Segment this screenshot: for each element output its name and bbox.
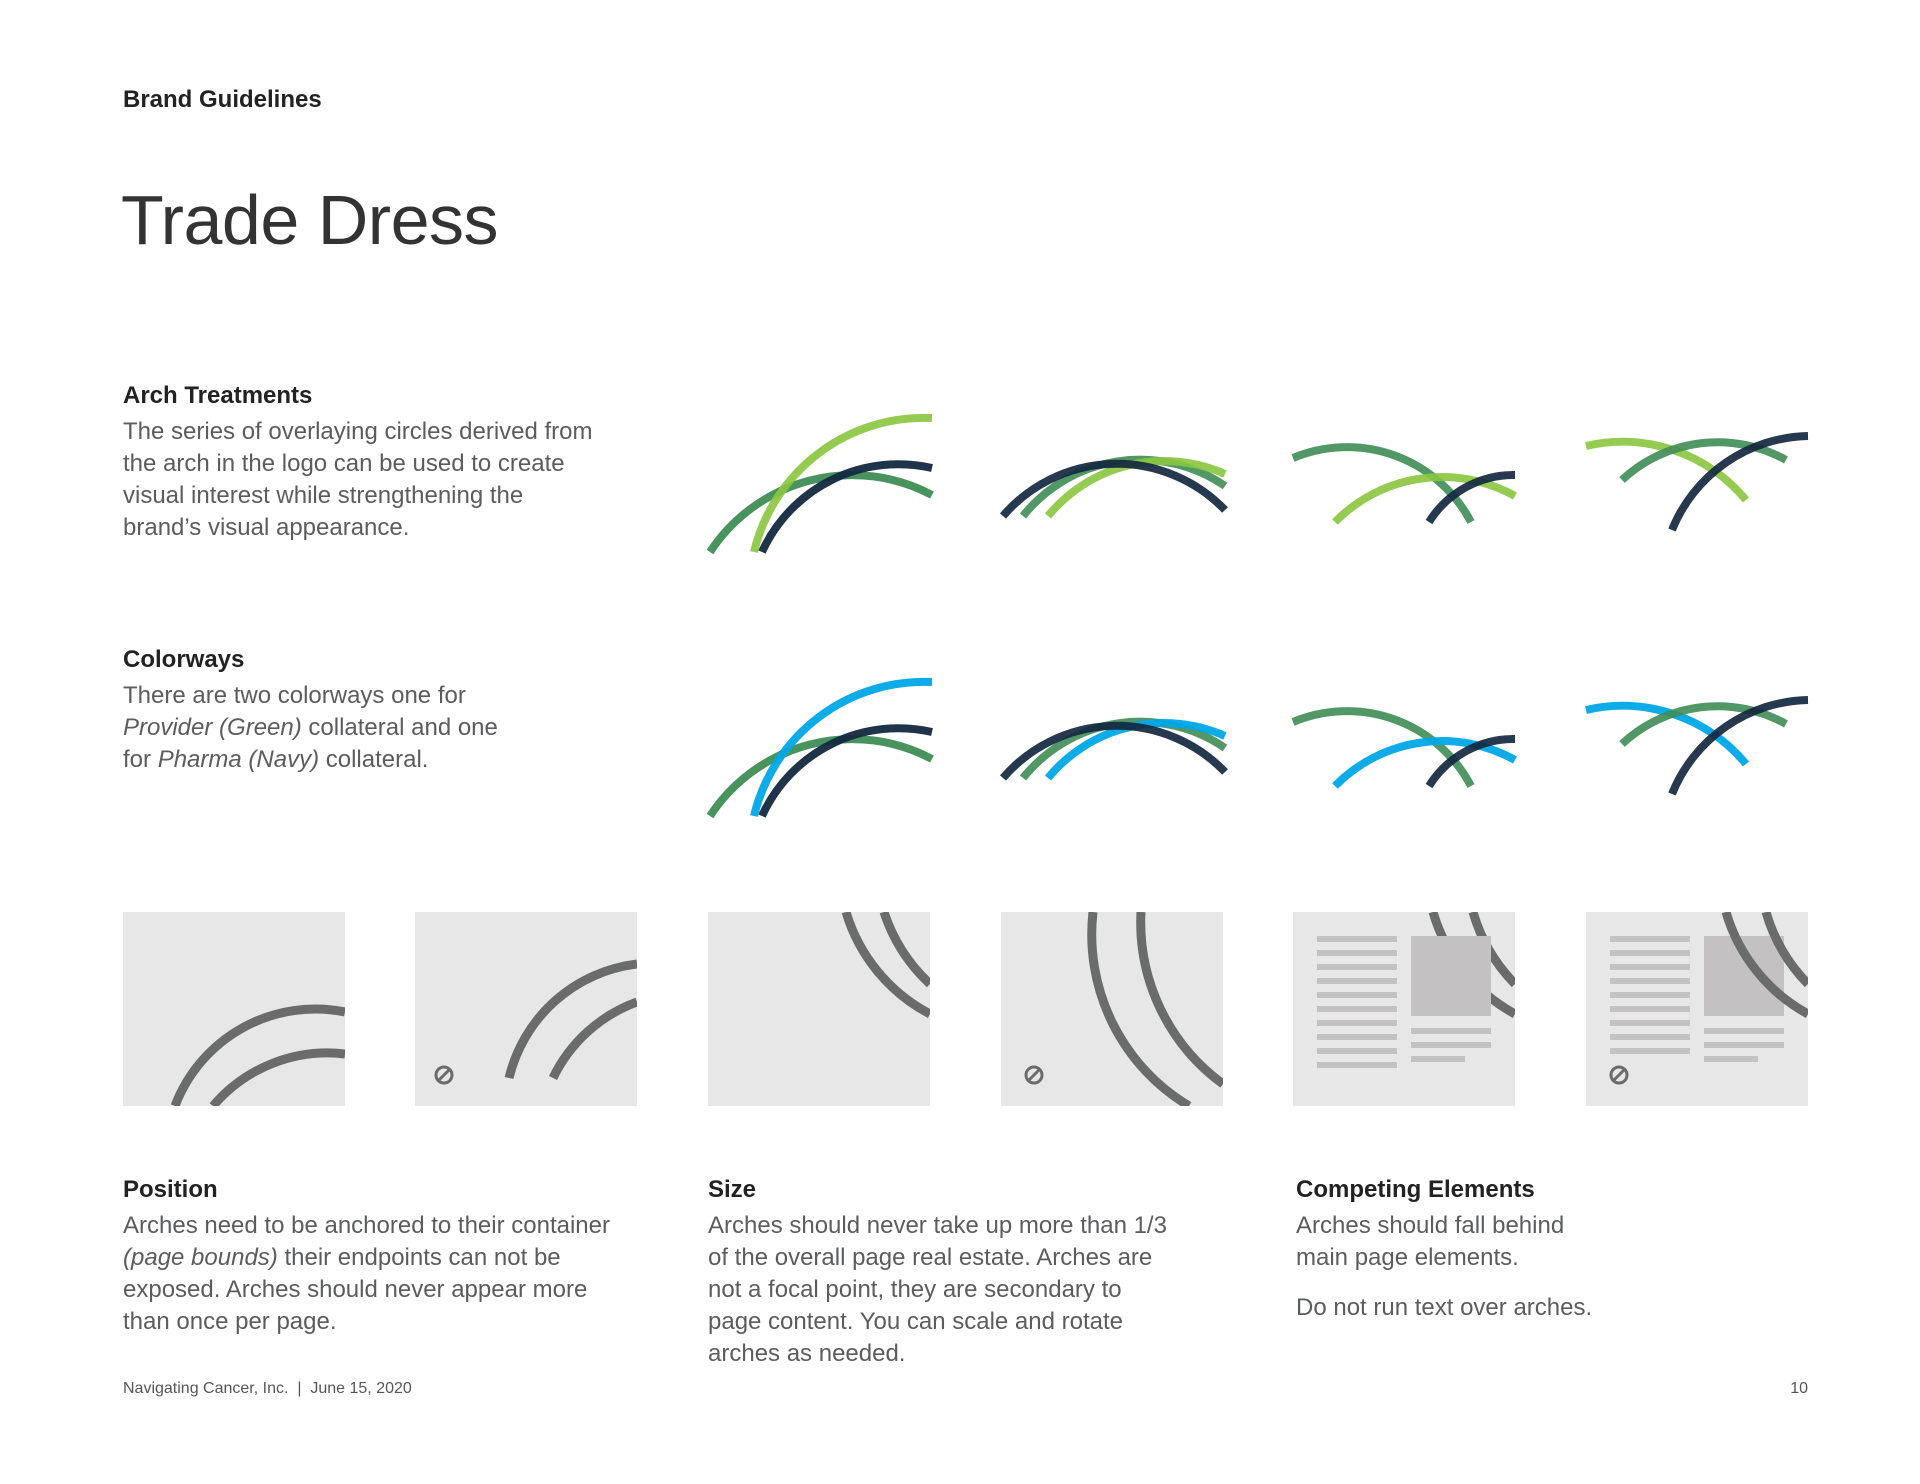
prohibited-icon [1024, 1065, 1044, 1085]
size-body: Arches should never take up more than 1/… [708, 1212, 1167, 1367]
position-body-pre: Arches need to be anchored to their cont… [123, 1212, 610, 1239]
competing-incorrect-example [1586, 912, 1808, 1106]
arch-treatment-2-graphic [999, 455, 1228, 519]
position-body-emphasis: (page bounds) [123, 1244, 278, 1271]
competing-heading: Competing Elements [1296, 1176, 1535, 1203]
page-title: Trade Dress [121, 181, 499, 259]
position-correct-example [123, 912, 345, 1106]
arch-treatments-body: The series of overlaying circles derived… [123, 418, 593, 541]
page-number: 10 [1790, 1380, 1808, 1397]
competing-body-1: Arches should fall behind main page elem… [1296, 1212, 1565, 1271]
size-section: Size Arches should never take up more th… [708, 1176, 1178, 1370]
colorways-pharma-label: Pharma (Navy) [157, 746, 320, 773]
prohibited-icon [434, 1065, 454, 1085]
position-incorrect-example [415, 912, 637, 1106]
arch-treatments-heading: Arch Treatments [123, 382, 313, 409]
colorways-line1: There are two colorways one for [123, 682, 466, 709]
colorway-4-graphic [1585, 696, 1809, 796]
position-heading: Position [123, 1176, 218, 1203]
colorways-line3-pre: for [123, 746, 158, 773]
size-incorrect-example [1001, 912, 1223, 1106]
position-body-post: their endpoints can not be exposed. Arch… [123, 1244, 588, 1335]
competing-section: Competing Elements Arches should fall be… [1296, 1176, 1716, 1324]
colorways-line2: collateral and one [301, 714, 498, 741]
arch-treatment-3-graphic [1291, 443, 1517, 525]
footer-company-date: Navigating Cancer, Inc. | June 15, 2020 [123, 1380, 412, 1397]
size-heading: Size [708, 1176, 757, 1203]
arch-treatment-4-graphic [1585, 432, 1809, 532]
colorway-3-graphic [1291, 707, 1517, 789]
colorways-line3: collateral. [319, 746, 429, 773]
competing-body-2: Do not run text over arches. [1296, 1294, 1593, 1321]
colorways-heading: Colorways [123, 646, 245, 673]
size-correct-example [708, 912, 930, 1106]
colorways-section: Colorways There are two colorways one fo… [123, 646, 623, 776]
colorways-provider-label: Provider (Green) [123, 714, 302, 741]
colorways-body: There are two colorways one for Provider… [123, 680, 623, 776]
document-eyebrow: Brand Guidelines [123, 86, 322, 113]
prohibited-icon [1609, 1065, 1629, 1085]
competing-correct-example [1293, 912, 1515, 1106]
arch-treatment-1-graphic [706, 413, 934, 555]
position-body: Arches need to be anchored to their cont… [123, 1210, 613, 1338]
colorway-1-graphic [706, 677, 934, 819]
colorway-2-graphic [999, 717, 1228, 781]
arch-treatments-section: Arch Treatments The series of overlaying… [123, 382, 623, 544]
position-section: Position Arches need to be anchored to t… [123, 1176, 623, 1338]
